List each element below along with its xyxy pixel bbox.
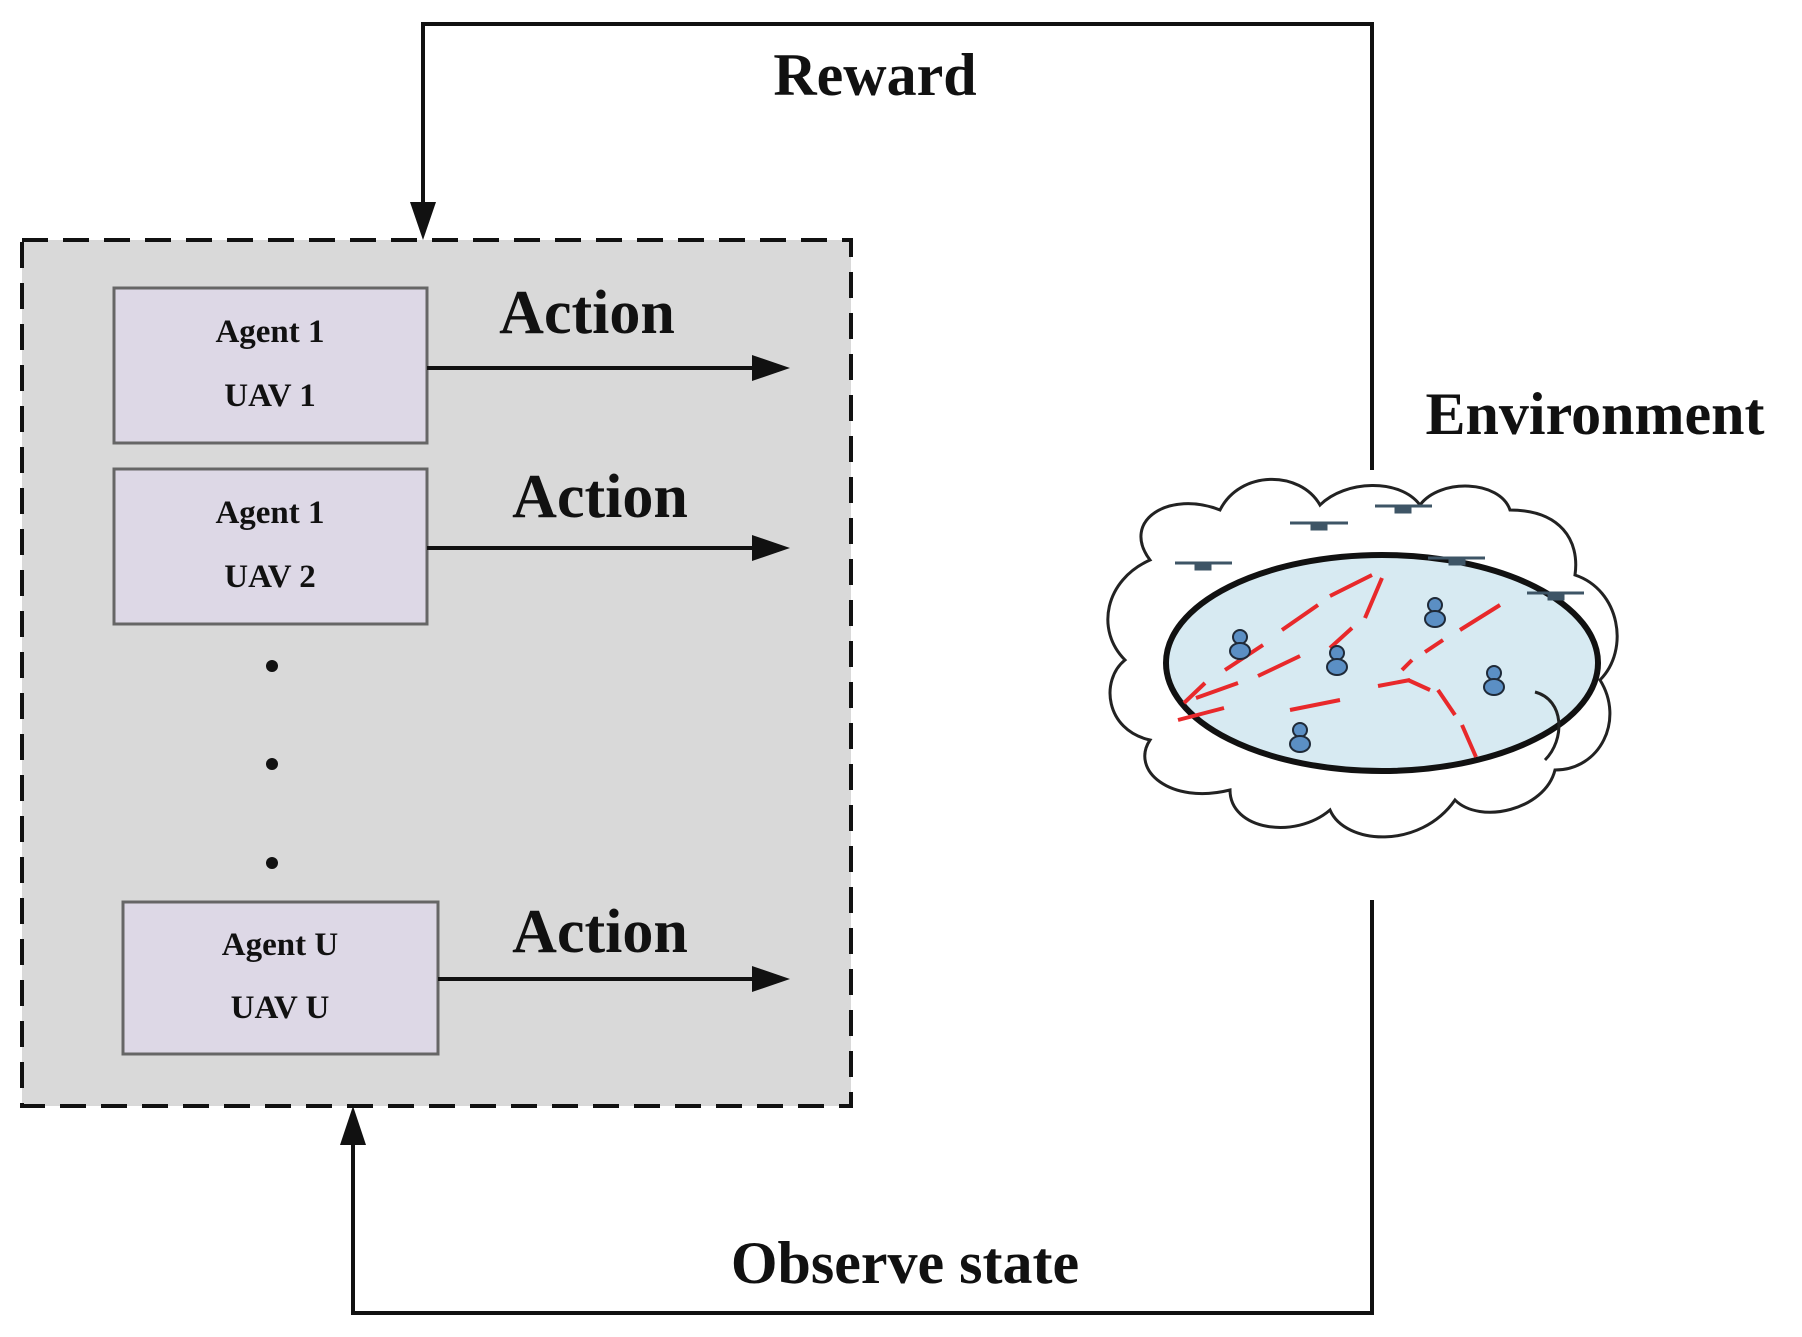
- uav-icon: [1428, 556, 1485, 566]
- user-icon: [1424, 597, 1446, 628]
- user-icon: [1229, 629, 1251, 660]
- uav-name-label: UAV 1: [224, 378, 315, 414]
- agent-box-1: Agent 1 UAV 1: [112, 286, 429, 445]
- agent-box-2: Agent 1 UAV 2: [112, 467, 429, 626]
- action-arrow-u: [438, 966, 790, 992]
- agent-name-label: Agent 1: [215, 314, 324, 350]
- agent-box-u: Agent U UAV U: [121, 900, 440, 1056]
- user-icon: [1289, 722, 1311, 753]
- uav-icon: [1290, 521, 1348, 531]
- uav-icon: [1375, 504, 1432, 514]
- environment-label: Environment: [1426, 381, 1765, 447]
- action-label-1: Action: [499, 279, 675, 347]
- uav-icon: [1527, 591, 1584, 601]
- network-links: [1177, 573, 1502, 758]
- environment-illustration: [1106, 477, 1619, 839]
- uav-name-label: UAV 2: [224, 559, 315, 595]
- uav-icons: [1175, 504, 1584, 601]
- agent-name-label: Agent 1: [215, 495, 324, 531]
- observe-state-arrow: [340, 900, 1374, 1315]
- user-icons: [1229, 597, 1505, 753]
- reward-label: Reward: [773, 42, 976, 108]
- reward-arrow: [410, 22, 1374, 470]
- action-arrow-2: [427, 535, 790, 561]
- ellipsis-dots: [266, 660, 278, 869]
- observe-state-label: Observe state: [731, 1230, 1079, 1296]
- uav-icon: [1175, 561, 1232, 571]
- action-label-u: Action: [512, 898, 688, 966]
- user-icon: [1326, 645, 1348, 676]
- agent-name-label: Agent U: [222, 927, 339, 963]
- uav-name-label: UAV U: [231, 990, 330, 1026]
- action-label-2: Action: [512, 463, 688, 531]
- coverage-area: [1163, 552, 1601, 774]
- action-arrow-1: [427, 355, 790, 381]
- user-icon: [1483, 665, 1505, 696]
